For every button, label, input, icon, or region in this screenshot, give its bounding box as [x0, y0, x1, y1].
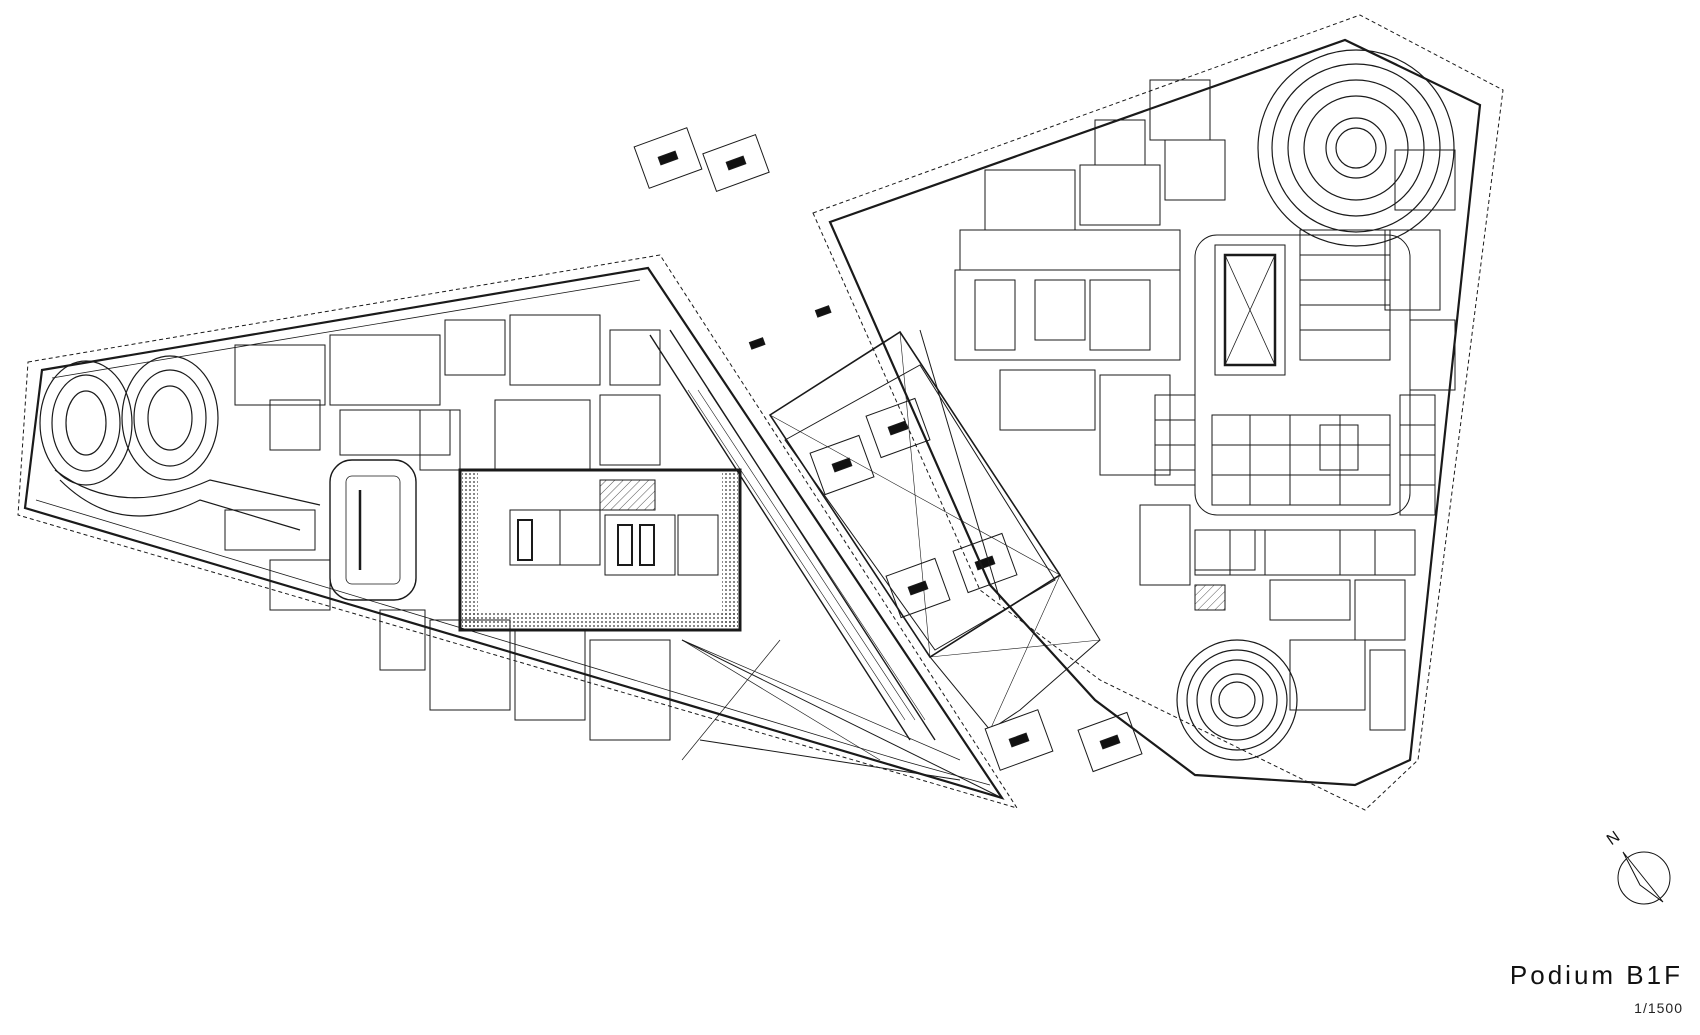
west-building [17, 254, 1019, 809]
east-site-boundary [812, 14, 1504, 811]
elevator-core-west [458, 468, 742, 632]
west-site-boundary [17, 254, 1019, 809]
car-ramp-north [1257, 49, 1455, 247]
hatched-core-east [1194, 584, 1226, 611]
east-building [812, 14, 1504, 811]
north-arrow [1617, 851, 1671, 905]
east-rooms [954, 79, 1456, 731]
car-ramp-west [39, 355, 321, 531]
skylight-markers [633, 127, 1143, 773]
west-building-outline [23, 266, 1005, 800]
west-rooms [224, 314, 671, 741]
central-plaza [633, 127, 1143, 773]
parking-island-west [329, 459, 417, 601]
car-ramp-south [1176, 639, 1298, 761]
east-building-outline [828, 38, 1482, 787]
drawing-scale: 1/1500 [1634, 1000, 1683, 1016]
drawing-title: Podium B1F [1509, 960, 1683, 990]
parking-bays-east [1154, 229, 1436, 576]
